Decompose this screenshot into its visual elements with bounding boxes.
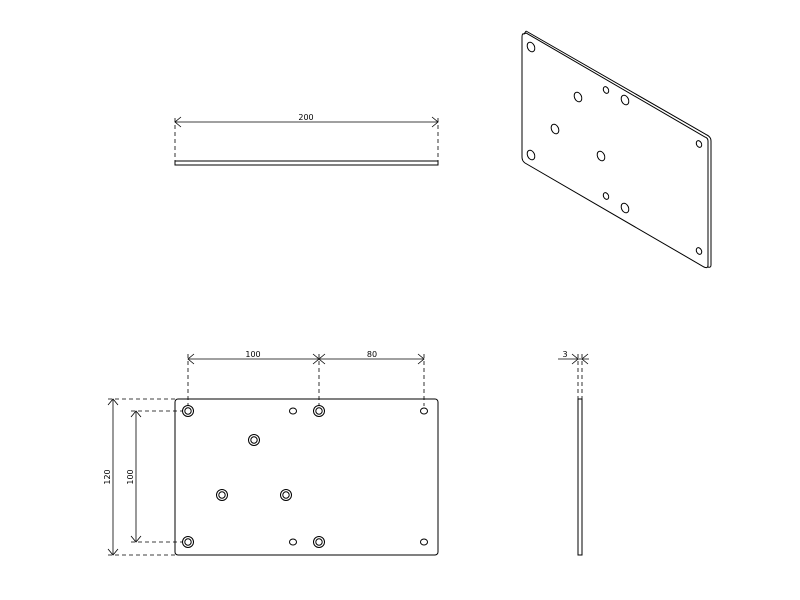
arrow-100v-top bbox=[130, 410, 142, 418]
plate-back-face bbox=[525, 30, 712, 268]
arrow-b-left bbox=[318, 353, 326, 365]
hole-small-2 bbox=[420, 407, 428, 415]
plate-edge-top bbox=[523, 30, 527, 35]
iso-hole-mount-5 bbox=[620, 202, 630, 214]
iso-hole-mount-1 bbox=[573, 91, 583, 103]
iso-hole-small-1 bbox=[602, 86, 610, 94]
isometric-view bbox=[521, 30, 712, 269]
hole-small-1 bbox=[289, 407, 297, 415]
hole-small-3 bbox=[289, 538, 297, 546]
arrow-left bbox=[174, 116, 182, 128]
iso-hole-mount-2 bbox=[620, 94, 630, 106]
dimension-120-label: 120 bbox=[103, 469, 112, 484]
dimension-80-label: 80 bbox=[367, 350, 377, 359]
hole-small-4 bbox=[420, 538, 428, 546]
hole-cs-c2 bbox=[216, 489, 228, 501]
arrow-thickness-right bbox=[581, 353, 589, 365]
hole-cs-bm bbox=[313, 536, 325, 548]
top-edge-view: 200 bbox=[174, 113, 439, 166]
arrow-a-left bbox=[187, 353, 195, 365]
front-view: 100 80 120 100 bbox=[103, 350, 439, 556]
iso-hole-corner-br bbox=[695, 247, 703, 255]
arrow-b-right bbox=[417, 353, 425, 365]
dimension-length-label: 200 bbox=[298, 113, 313, 122]
hole-cs-bl bbox=[182, 536, 194, 548]
iso-hole-mount-4 bbox=[596, 150, 606, 162]
plate-front-face bbox=[521, 32, 709, 269]
hole-cs-c3 bbox=[280, 489, 292, 501]
hole-cs-tl bbox=[182, 405, 194, 417]
iso-hole-mount-3 bbox=[550, 123, 560, 135]
iso-hole-corner-bl bbox=[526, 149, 536, 161]
plate-side-outline bbox=[577, 398, 583, 556]
hole-cs-tm bbox=[313, 405, 325, 417]
arrow-120-top bbox=[107, 398, 119, 406]
arrow-120-bottom bbox=[107, 548, 119, 556]
arrow-100v-bottom bbox=[130, 535, 142, 543]
dimension-thickness-label: 3 bbox=[562, 350, 567, 359]
plate-outline bbox=[174, 398, 439, 556]
arrow-right bbox=[431, 116, 439, 128]
plate-edge bbox=[174, 160, 439, 166]
arrow-thickness-left bbox=[571, 353, 579, 365]
side-view: 3 bbox=[558, 350, 589, 556]
dimension-100v-label: 100 bbox=[126, 469, 135, 484]
iso-hole-corner-tl bbox=[526, 41, 536, 53]
hole-cs-c1 bbox=[248, 434, 260, 446]
iso-hole-corner-tr bbox=[695, 140, 703, 148]
dimension-100-label: 100 bbox=[245, 350, 260, 359]
iso-hole-small-2 bbox=[602, 192, 610, 200]
